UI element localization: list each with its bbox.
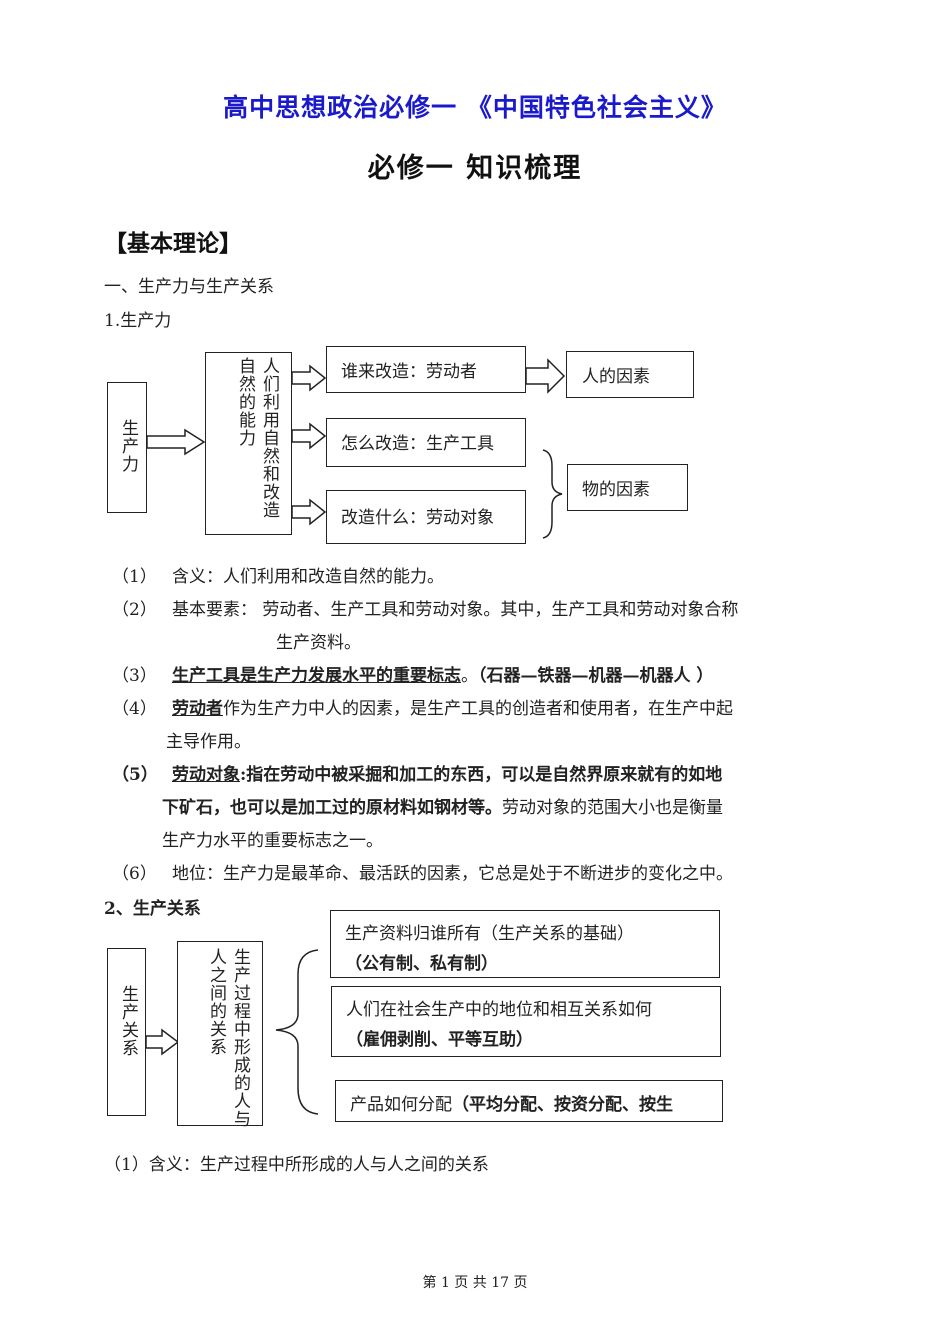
document-title: 高中思想政治必修一 《中国特色社会主义》 <box>223 93 727 122</box>
point-4-rest: 作为生产力中人的因素，是生产工具的创造者和使用者，在生产中起 <box>223 699 733 719</box>
label-who: 谁来改造：劳动者 <box>341 362 477 382</box>
point-5-num: （5） <box>112 765 158 785</box>
label-status: 人们在社会生产中的地位和相互关系如何 <box>346 1000 652 1020</box>
label-relations-root: 生产关系 <box>118 985 138 1057</box>
point-2-cont: 生产资料。 <box>276 633 361 653</box>
point-4-underline: 劳动者 <box>172 699 223 719</box>
point-5-line3: 生产力水平的重要标志之一。 <box>162 831 383 851</box>
arrow-to-what-icon <box>291 498 327 526</box>
heading-productivity: 1.生产力 <box>104 311 172 331</box>
point-5-underline: 劳动对象 <box>172 765 240 785</box>
label-ownership-examples: （公有制、私有制） <box>345 954 498 974</box>
label-relations-definition: 生产过程中形成的人与人之间的关系 <box>206 948 250 1128</box>
point-4-num: （4） <box>112 699 157 719</box>
label-material-factor: 物的因素 <box>582 480 650 500</box>
box-status: 人们在社会生产中的地位和相互关系如何 （雇佣剥削、平等互助） <box>331 986 721 1057</box>
point-5-line2-rest: 劳动对象的范围大小也是衡量 <box>502 798 723 818</box>
section-heading: 【基本理论】 <box>104 231 242 257</box>
point-2-text: 基本要素： 劳动者、生产工具和劳动对象。其中，生产工具和劳动对象合称 <box>172 600 739 620</box>
point-3-bold: （石器—铁器—机器—机器人 ） <box>478 666 714 686</box>
point-5-line2: 下矿石，也可以是加工过的原材料如钢材等。劳动对象的范围大小也是衡量 <box>162 792 723 825</box>
point-3-rest: 。 <box>461 666 478 686</box>
label-status-examples: （雇佣剥削、平等互助） <box>346 1030 533 1050</box>
heading-productivity-relations: 一、生产力与生产关系 <box>104 277 274 297</box>
point-6-text: 地位：生产力是最革命、最活跃的因素，它总是处于不断进步的变化之中。 <box>172 864 733 884</box>
box-productivity-root: 生产力 <box>107 382 147 513</box>
brace-relations-icon <box>275 949 319 1115</box>
document-subtitle: 必修一 知识梳理 <box>367 153 583 184</box>
point-6-num: （6） <box>112 864 157 884</box>
page-footer: 第 1 页 共 17 页 <box>422 1275 528 1291</box>
label-what: 改造什么：劳动对象 <box>341 508 494 528</box>
arrow-to-how-icon <box>291 422 327 450</box>
label-productivity-root: 生产力 <box>118 419 138 473</box>
label-human-factor: 人的因素 <box>582 367 650 387</box>
label-distribution: 产品如何分配（平均分配、按资分配、按生 <box>350 1090 673 1115</box>
box-relations-root: 生产关系 <box>107 948 146 1116</box>
box-ownership: 生产资料归谁所有（生产关系的基础） （公有制、私有制） <box>330 910 720 978</box>
label-how: 怎么改造：生产工具 <box>341 434 494 454</box>
label-ownership: 生产资料归谁所有（生产关系的基础） <box>345 924 634 944</box>
box-what: 改造什么：劳动对象 <box>326 490 526 544</box>
box-productivity-definition: 人们利用自然和改造自然的能力 <box>205 352 292 535</box>
label-distribution-bold: （平均分配、按资分配、按生 <box>452 1095 673 1115</box>
point-1-text: 含义：人们利用和改造自然的能力。 <box>172 567 444 587</box>
box-who: 谁来改造：劳动者 <box>326 346 526 393</box>
arrow-root-to-def-icon <box>146 428 206 456</box>
point-5: （5） 劳动对象:指在劳动中被采掘和加工的东西，可以是自然界原来就有的如地 <box>112 759 722 792</box>
point-3-underline: 生产工具是生产力发展水平的重要标志 <box>172 666 461 686</box>
relations-point-1: （1）含义：生产过程中所形成的人与人之间的关系 <box>104 1155 489 1175</box>
point-1: （1） 含义：人们利用和改造自然的能力。 <box>112 561 444 594</box>
box-material-factor: 物的因素 <box>567 464 688 511</box>
heading-relations: 2、生产关系 <box>104 899 201 919</box>
point-5-bold: :指在劳动中被采掘和加工的东西，可以是自然界原来就有的如地 <box>240 765 723 785</box>
point-4: （4） 劳动者作为生产力中人的因素，是生产工具的创造者和使用者，在生产中起 <box>112 693 733 726</box>
point-2: （2） 基本要素： 劳动者、生产工具和劳动对象。其中，生产工具和劳动对象合称 <box>112 594 852 627</box>
label-productivity-definition: 人们利用自然和改造自然的能力 <box>235 357 279 519</box>
point-2-num: （2） <box>112 600 157 620</box>
box-relations-definition: 生产过程中形成的人与人之间的关系 <box>177 941 263 1128</box>
arrow-relations-icon <box>145 1028 180 1056</box>
point-4-cont: 主导作用。 <box>166 732 251 752</box>
point-3-num: （3） <box>112 666 157 686</box>
box-human-factor: 人的因素 <box>566 351 694 398</box>
point-3: （3） 生产工具是生产力发展水平的重要标志。（石器—铁器—机器—机器人 ） <box>112 660 713 693</box>
brace-material-icon <box>542 449 563 539</box>
arrow-to-human-icon <box>525 358 566 394</box>
point-1-num: （1） <box>112 567 157 587</box>
box-how: 怎么改造：生产工具 <box>326 418 526 467</box>
box-distribution: 产品如何分配（平均分配、按资分配、按生 <box>335 1080 723 1122</box>
label-distribution-text: 产品如何分配 <box>350 1095 452 1115</box>
point-5-line2-bold: 下矿石，也可以是加工过的原材料如钢材等。 <box>162 798 502 818</box>
arrow-to-who-icon <box>291 364 327 392</box>
point-6: （6） 地位：生产力是最革命、最活跃的因素，它总是处于不断进步的变化之中。 <box>112 858 733 891</box>
